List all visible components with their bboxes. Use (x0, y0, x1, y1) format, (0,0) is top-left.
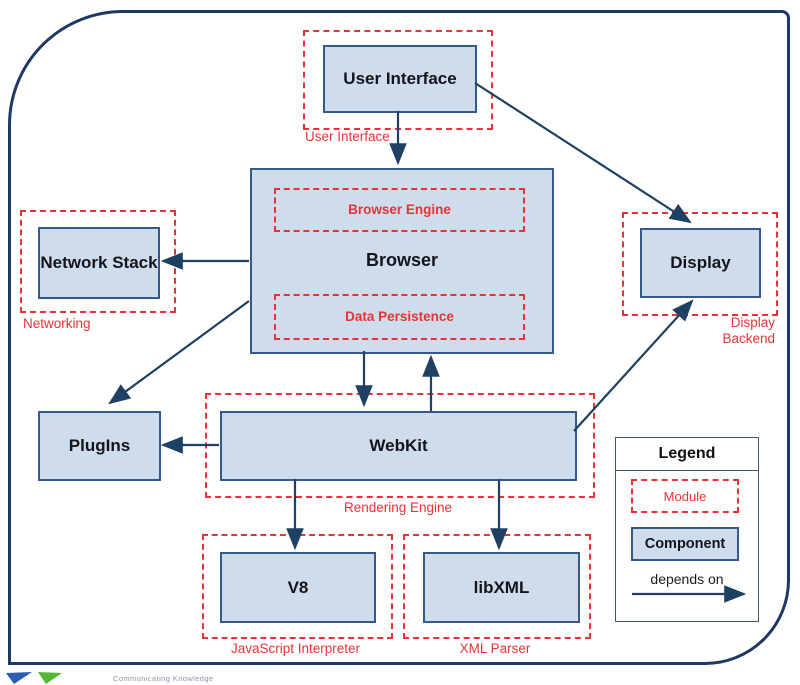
module-label-display-backend: Display Backend (722, 315, 775, 347)
component-network-stack: Network Stack (38, 227, 160, 299)
legend-depends-on-label: depends on (650, 571, 724, 587)
legend-module-sample: Module (631, 479, 739, 513)
module-label-rendering-engine: Rendering Engine (343, 500, 453, 515)
legend: Legend Module Component depends on (615, 437, 759, 622)
component-display: Display (640, 228, 761, 298)
legend-title: Legend (616, 438, 758, 471)
module-label-user-interface: User Interface (305, 129, 390, 144)
legend-component-sample: Component (631, 527, 739, 561)
component-libxml: libXML (423, 552, 580, 623)
module-browser-engine: Browser Engine (274, 188, 525, 232)
publisher-tagline: Communicating Knowledge (113, 674, 214, 683)
module-label-xml-parser: XML Parser (459, 641, 531, 656)
publisher-logo-icon (6, 672, 62, 684)
component-browser: Browser Engine Browser Data Persistence (250, 168, 554, 354)
component-webkit: WebKit (220, 411, 577, 481)
module-data-persistence: Data Persistence (274, 294, 525, 340)
component-browser-label: Browser (365, 250, 439, 270)
module-display (622, 212, 778, 316)
module-label-javascript-interpreter: JavaScript Interpreter (230, 641, 361, 656)
component-plugins: PlugIns (38, 411, 161, 481)
component-user-interface: User Interface (323, 45, 477, 113)
component-v8: V8 (220, 552, 376, 623)
module-label-networking: Networking (23, 316, 91, 331)
